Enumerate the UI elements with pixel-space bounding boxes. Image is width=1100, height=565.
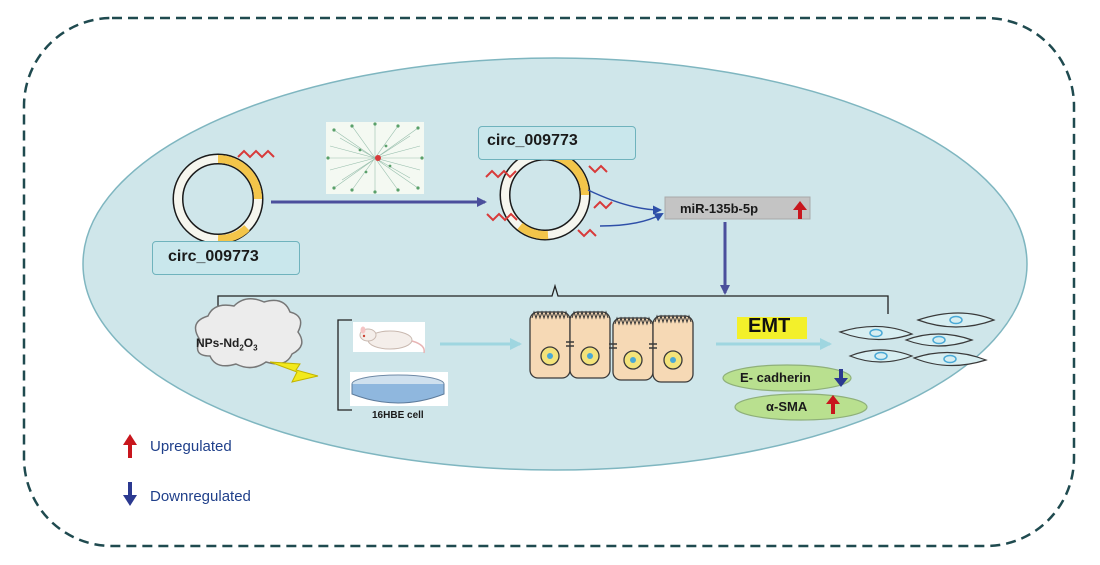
circ-label-box-left xyxy=(152,241,300,275)
mirna-strands-right xyxy=(485,164,613,238)
down-arrow-icon xyxy=(123,482,137,506)
mouse-image xyxy=(353,322,425,354)
nps-label: NPs-Nd2O3 xyxy=(196,336,258,353)
mirna-label: miR-135b-5p xyxy=(680,201,759,216)
down-arrow-icon xyxy=(834,369,848,387)
up-arrow-icon xyxy=(793,201,807,219)
mirna-box xyxy=(664,196,811,220)
mesenchymal-cells xyxy=(838,312,996,367)
a-sma-label: α-SMA xyxy=(766,399,808,414)
cell-line-label: 16HBE cell xyxy=(372,410,424,421)
up-arrow-icon xyxy=(826,395,840,414)
circrna-ring-left xyxy=(172,153,264,245)
circ-label-right: circ_009773 xyxy=(487,132,578,149)
circ-label-box-right xyxy=(478,126,636,160)
legend-upregulated: Upregulated xyxy=(150,438,232,455)
outer-dashed-frame xyxy=(22,16,1076,548)
curve-arrow-upper xyxy=(587,189,662,215)
e-cadherin-label: E- cadherin xyxy=(740,370,811,385)
petri-dish-image xyxy=(350,372,448,406)
network-graph-image xyxy=(326,122,424,194)
legend-downregulated: Downregulated xyxy=(150,488,251,505)
e-cadherin-ellipse xyxy=(722,364,852,392)
bracket xyxy=(217,283,889,314)
epithelial-cells xyxy=(529,310,694,383)
emt-label-bg xyxy=(737,317,807,339)
nps-cloud xyxy=(194,298,303,369)
curve-arrow-lower xyxy=(599,213,664,227)
emt-label: EMT xyxy=(748,315,791,337)
circ-label-left: circ_009773 xyxy=(168,248,259,265)
up-arrow-icon xyxy=(123,434,137,458)
small-bracket xyxy=(337,319,352,411)
lightning-icon xyxy=(269,361,319,383)
mirna-strand-left xyxy=(237,149,275,159)
